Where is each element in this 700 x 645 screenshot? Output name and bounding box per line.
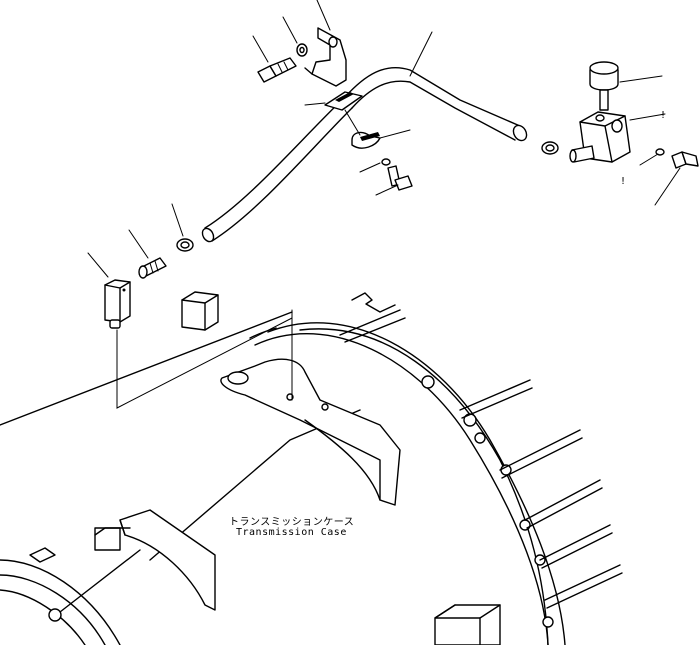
hose-clamp-right (541, 141, 559, 155)
ring-bolt (542, 616, 554, 628)
ring-bolt (421, 375, 435, 389)
washer-mid (359, 158, 391, 173)
sensor-assembly (87, 252, 293, 409)
caption-english: Transmission Case (236, 527, 347, 538)
washer-right (639, 148, 665, 166)
hose-left (201, 96, 353, 243)
small-block (94, 527, 121, 551)
bolt-top (252, 35, 297, 83)
hose-clamp-left (171, 203, 194, 252)
bolt-right (654, 151, 699, 206)
caption-japanese: トランスミッションケース (229, 517, 355, 528)
ring-bolt (474, 432, 486, 444)
transmission-case (0, 292, 623, 645)
mounting-bracket (304, 0, 347, 87)
reference-mark: ! (620, 176, 627, 187)
bolt-mid (375, 165, 413, 196)
washer-top (282, 16, 308, 57)
hose-right (344, 31, 528, 142)
elbow-fitting (128, 229, 167, 279)
hose-clip-lower (344, 109, 411, 149)
reference-mark: ! (660, 110, 667, 121)
ring-bolt (519, 519, 531, 531)
breather-cap (589, 61, 663, 111)
valve-block (569, 111, 666, 163)
